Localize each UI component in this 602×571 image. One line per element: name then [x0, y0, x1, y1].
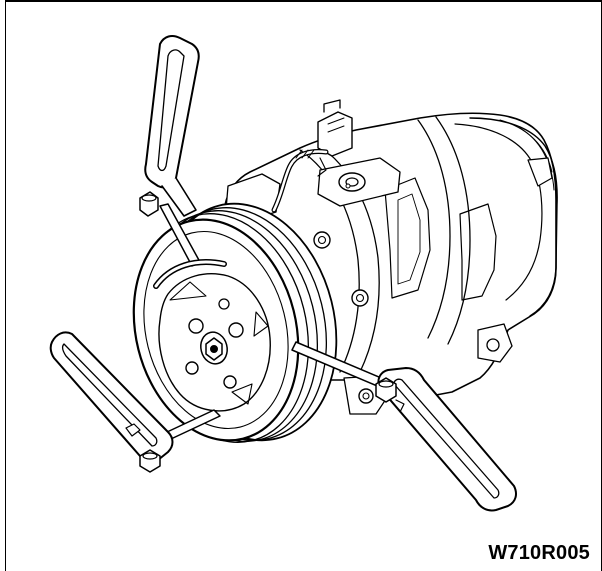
lower-right-handle	[376, 368, 516, 511]
upper-handle	[140, 36, 199, 216]
lower-left-handle	[51, 332, 173, 472]
figure-code-label: W710R005	[488, 542, 590, 564]
clutch-pulley	[111, 185, 360, 461]
pulley-holder-tool	[51, 36, 516, 511]
figure-frame-top	[5, 0, 602, 2]
